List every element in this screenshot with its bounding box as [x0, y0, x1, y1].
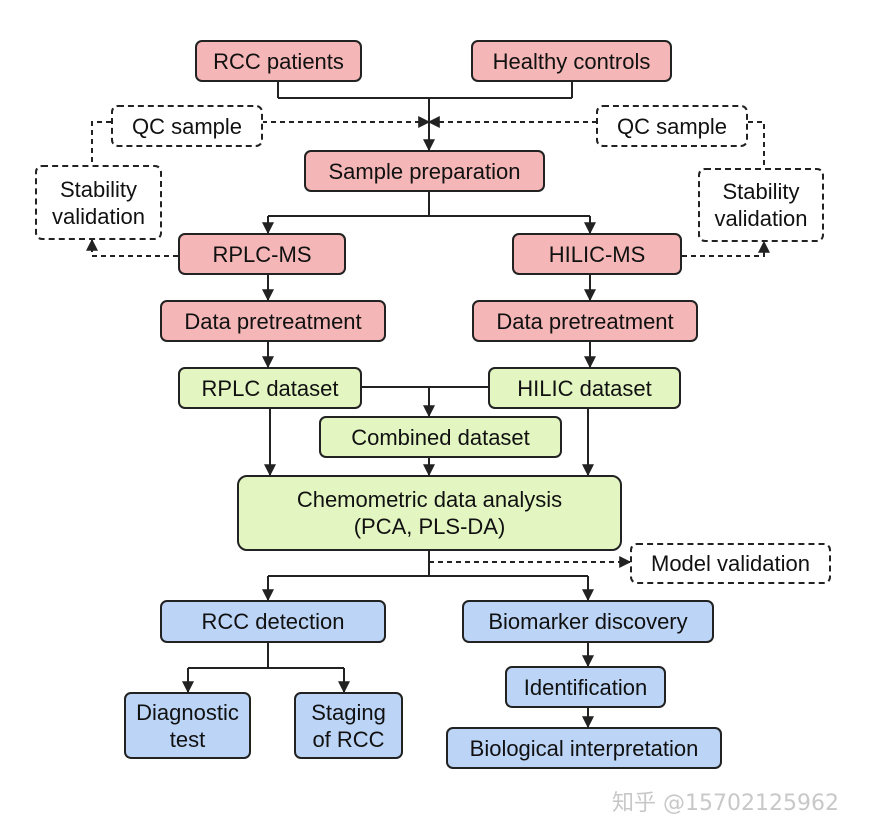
watermark: 知乎 @15702125962: [612, 791, 839, 816]
edge-qc-right-stability: [748, 121, 765, 168]
model-validation-node: Model validation: [630, 543, 831, 584]
stability-validation-right-node: Stability validation: [698, 168, 824, 242]
hilic-ms-node: HILIC-MS: [512, 233, 682, 275]
rcc-patients-node: RCC patients: [195, 40, 362, 82]
biomarker-discovery-node: Biomarker discovery: [462, 600, 714, 643]
stability-validation-left-node: Stability validation: [35, 165, 162, 240]
healthy-controls-node: Healthy controls: [471, 40, 672, 82]
data-pretreatment-left-node: Data pretreatment: [160, 300, 386, 342]
combined-dataset-node: Combined dataset: [319, 416, 562, 458]
rplc-dataset-node: RPLC dataset: [178, 367, 362, 409]
hilic-dataset-node: HILIC dataset: [488, 367, 681, 409]
edge-hilic-stability: [682, 240, 770, 257]
staging-of-rcc-node: Staging of RCC: [294, 692, 403, 759]
rplc-ms-node: RPLC-MS: [178, 233, 346, 275]
biological-interpretation-node: Biological interpretation: [446, 727, 722, 769]
identification-node: Identification: [505, 666, 666, 708]
sample-preparation-node: Sample preparation: [304, 150, 545, 192]
diagnostic-test-node: Diagnostic test: [124, 692, 251, 759]
edge-rplc-stability: [86, 238, 178, 257]
edge-qc-left-stability: [91, 121, 111, 165]
chemometric-analysis-node: Chemometric data analysis (PCA, PLS-DA): [237, 475, 622, 551]
qc-sample-right-node: QC sample: [596, 105, 748, 147]
rcc-detection-node: RCC detection: [160, 600, 386, 643]
qc-sample-left-node: QC sample: [111, 105, 263, 147]
data-pretreatment-right-node: Data pretreatment: [472, 300, 698, 342]
